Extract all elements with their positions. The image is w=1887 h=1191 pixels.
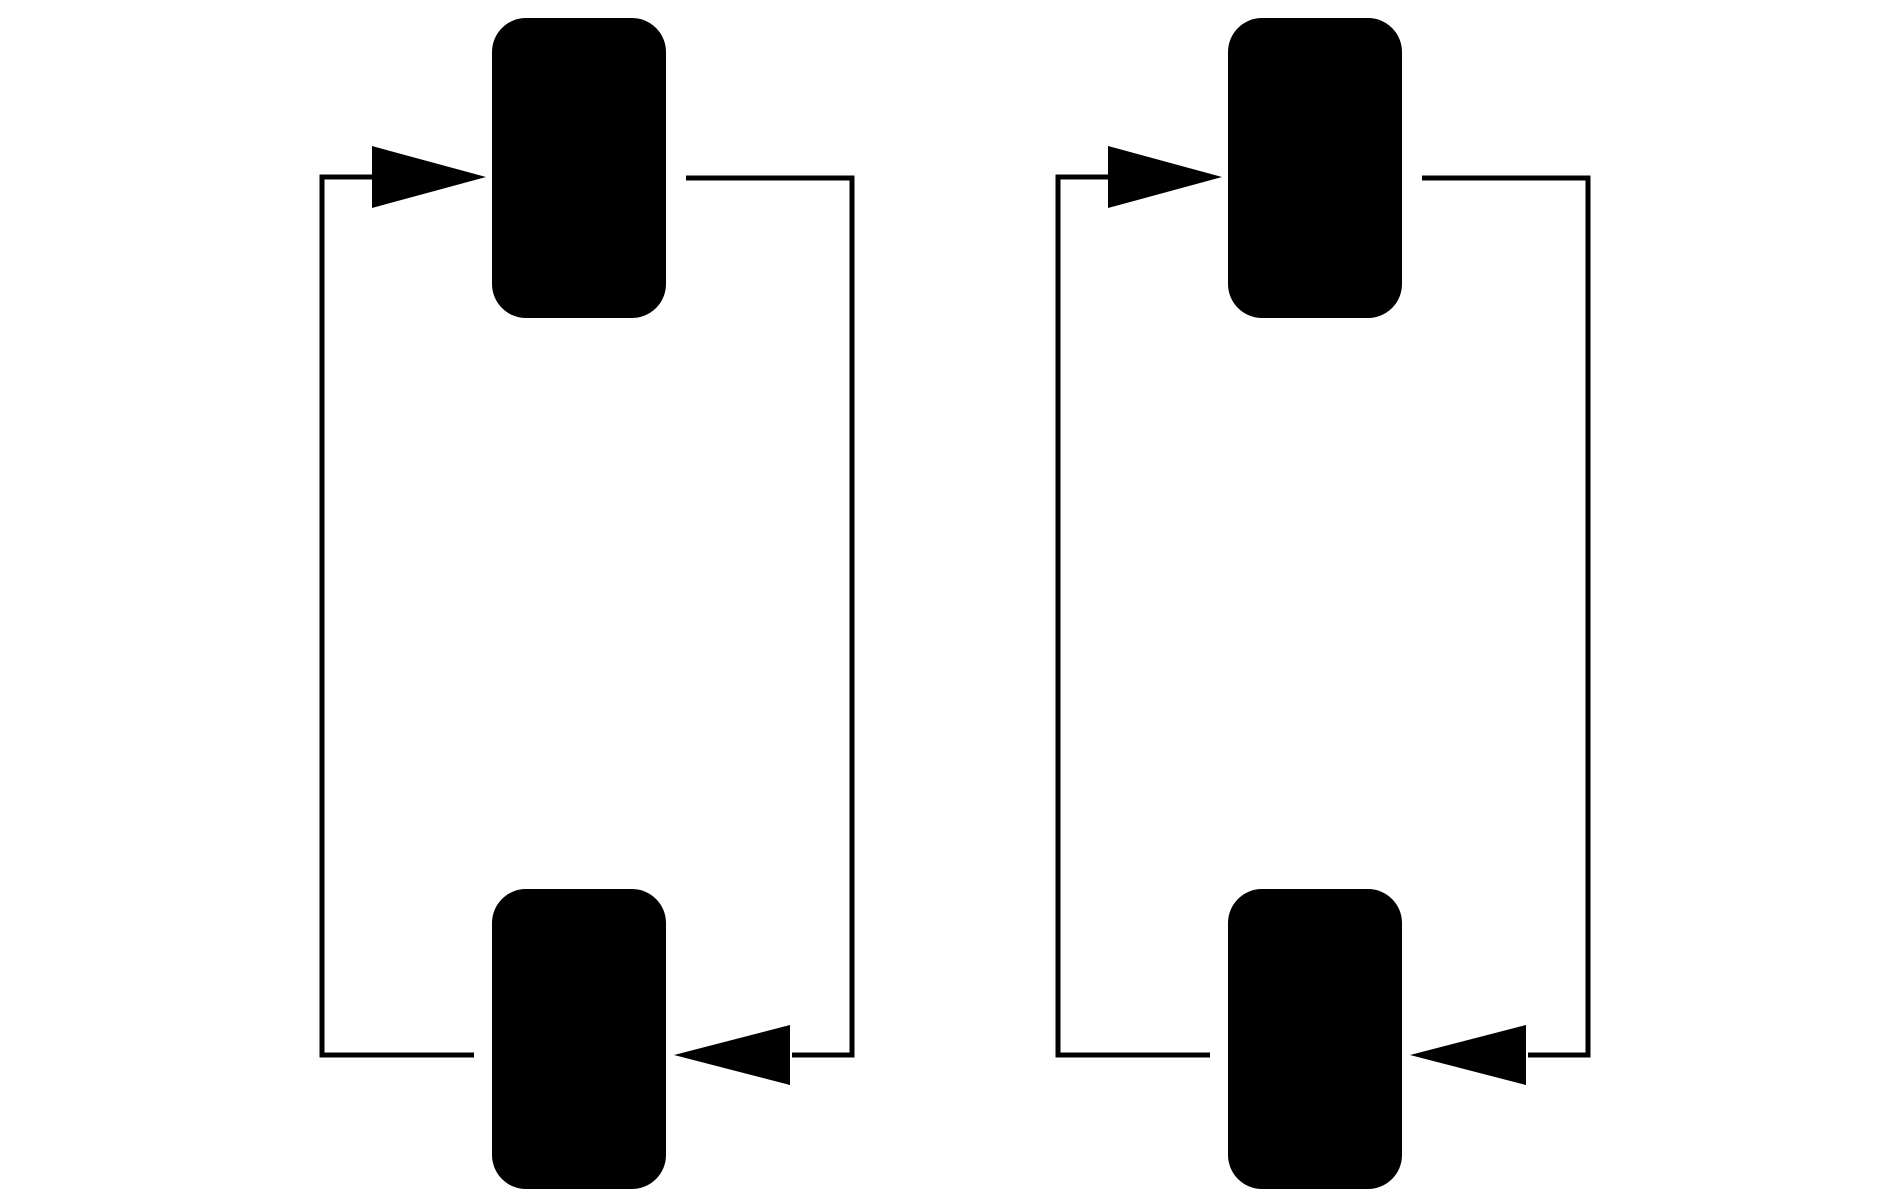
edge-right-bottom-to-right-top [1055,174,1210,1058]
arrowhead-left-bottom [674,1025,790,1085]
edge-right-top-to-right-bottom [1422,175,1591,1058]
edge-left-bottom-to-left-top [319,174,474,1058]
left-bottom-node [492,889,666,1189]
right-cycle-group [1055,18,1591,1189]
right-bottom-node [1228,889,1402,1189]
edge-left-top-to-left-bottom [686,175,855,1058]
right-top-node [1228,18,1402,318]
arrowhead-right-bottom [1410,1025,1526,1085]
left-cycle-group [319,18,855,1189]
arrowhead-right-top [1108,146,1222,208]
arrowhead-left-top [372,146,486,208]
left-top-node [492,18,666,318]
